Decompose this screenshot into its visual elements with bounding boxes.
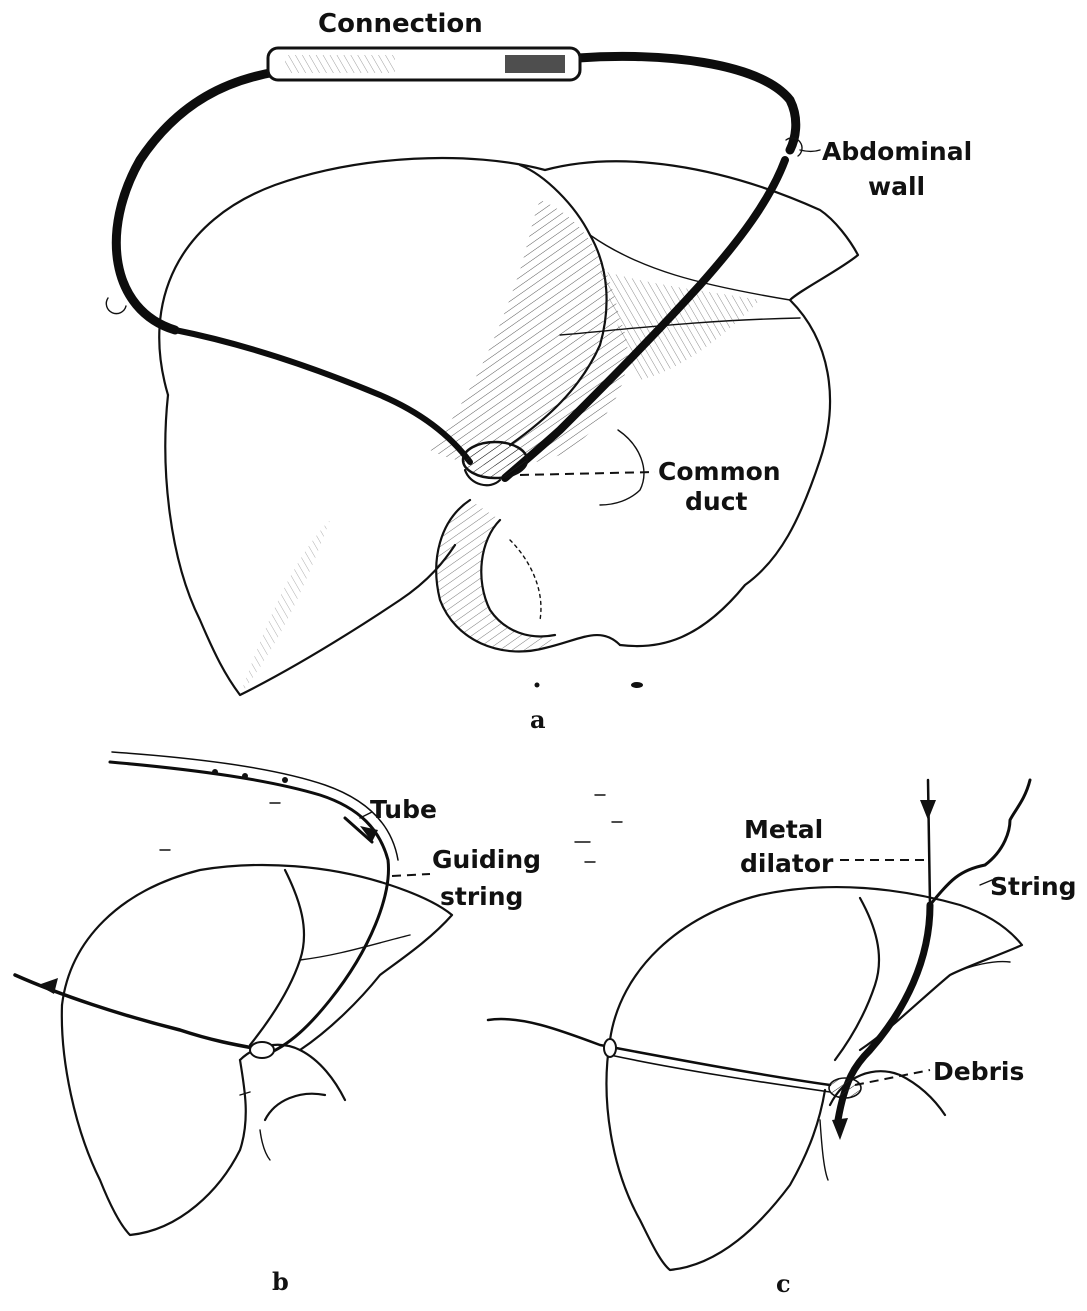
connection-label: Connection: [318, 9, 483, 39]
metal-dilator-label-line2: dilator: [740, 849, 834, 878]
abdominal-wall-label-line2: wall: [868, 172, 925, 201]
panel-b: Tube Guiding string b: [15, 752, 622, 1296]
panel-a-letter: a: [530, 705, 546, 734]
string-label: String: [990, 872, 1077, 901]
liver-a: [159, 158, 858, 695]
panel-b-letter: b: [272, 1267, 289, 1296]
common-duct-label-line1: Common: [658, 457, 781, 486]
guiding-string-leader: [392, 874, 430, 876]
panel-c: Metal dilator String Debris c: [488, 780, 1077, 1298]
debris: [829, 1078, 861, 1098]
common-duct-leader: [520, 472, 655, 475]
panel-c-letter: c: [776, 1269, 791, 1298]
common-duct-label-line2: duct: [685, 487, 748, 516]
tube-label: Tube: [370, 795, 437, 824]
debris-label: Debris: [933, 1057, 1024, 1086]
metal-dilator-label-line1: Metal: [744, 815, 823, 844]
abdominal-wall-label-line1: Abdominal: [822, 137, 972, 166]
guiding-string-label-line1: Guiding: [432, 845, 541, 874]
panel-a: Connection Abdominal wall Common duct a: [106, 9, 972, 734]
duct-opening: [463, 442, 527, 478]
guiding-string-label-line2: string: [440, 882, 523, 911]
